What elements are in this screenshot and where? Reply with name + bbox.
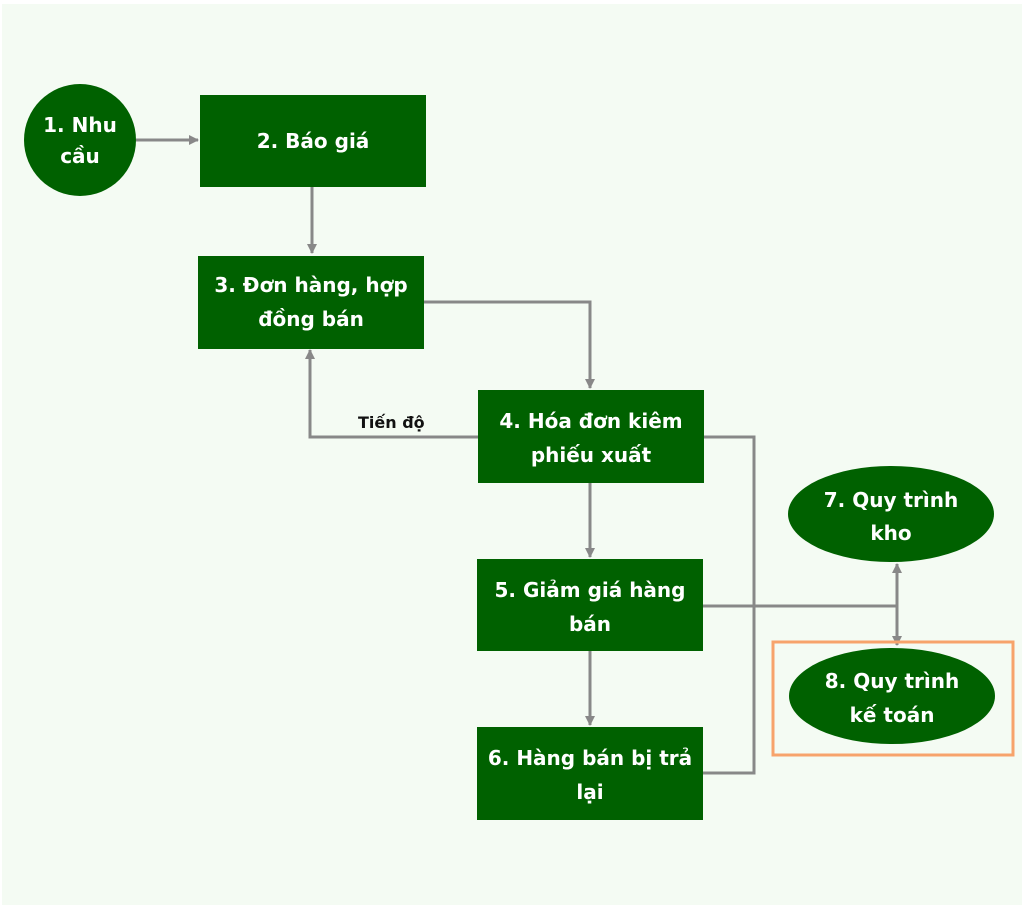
node-1-line-2: cầu [60,144,100,168]
node-1-line-1: 1. Nhu [43,113,117,137]
node-6-sales-return[interactable]: 6. Hàng bán bị trả lại [477,727,703,820]
node-3-line-2: đồng bán [258,307,364,331]
node-6-line-2: lại [576,780,603,804]
node-1-demand[interactable]: 1. Nhu cầu [24,84,136,196]
node-4-invoice[interactable]: 4. Hóa đơn kiêm phiếu xuất [478,390,704,483]
highlight-frame [771,640,1015,757]
node-4-line-2: phiếu xuất [531,443,652,467]
node-7-line-2: kho [870,521,911,545]
node-4-line-1: 4. Hóa đơn kiêm [499,409,682,433]
edge-n3-n4 [423,300,595,389]
node-8-line-2: kế toán [850,703,935,727]
node-2-quotation[interactable]: 2. Báo giá [200,95,426,187]
node-7-warehouse-process[interactable]: 7. Quy trình kho [788,466,994,562]
node-6-line-1: 6. Hàng bán bị trả [488,746,692,770]
node-7-line-1: 7. Quy trình [824,488,958,512]
edge-label-progress: Tiến độ [358,413,425,432]
node-5-line-1: 5. Giảm giá hàng [495,578,686,602]
node-8-line-1: 8. Quy trình [825,669,959,693]
node-5-line-2: bán [569,612,611,636]
node-2-line-1: 2. Báo giá [257,129,370,153]
edge-n4-n3 [305,349,478,439]
node-3-line-1: 3. Đơn hàng, hợp [214,273,407,297]
node-5-sales-discount[interactable]: 5. Giảm giá hàng bán [477,559,703,651]
diagram-canvas: 1. Nhu cầu 2. Báo giá 3. Đơn hàng, hợp đ… [2,4,1022,905]
node-8-accounting-process[interactable]: 8. Quy trình kế toán [789,648,995,744]
node-3-sales-order[interactable]: 3. Đơn hàng, hợp đồng bán [198,256,424,349]
